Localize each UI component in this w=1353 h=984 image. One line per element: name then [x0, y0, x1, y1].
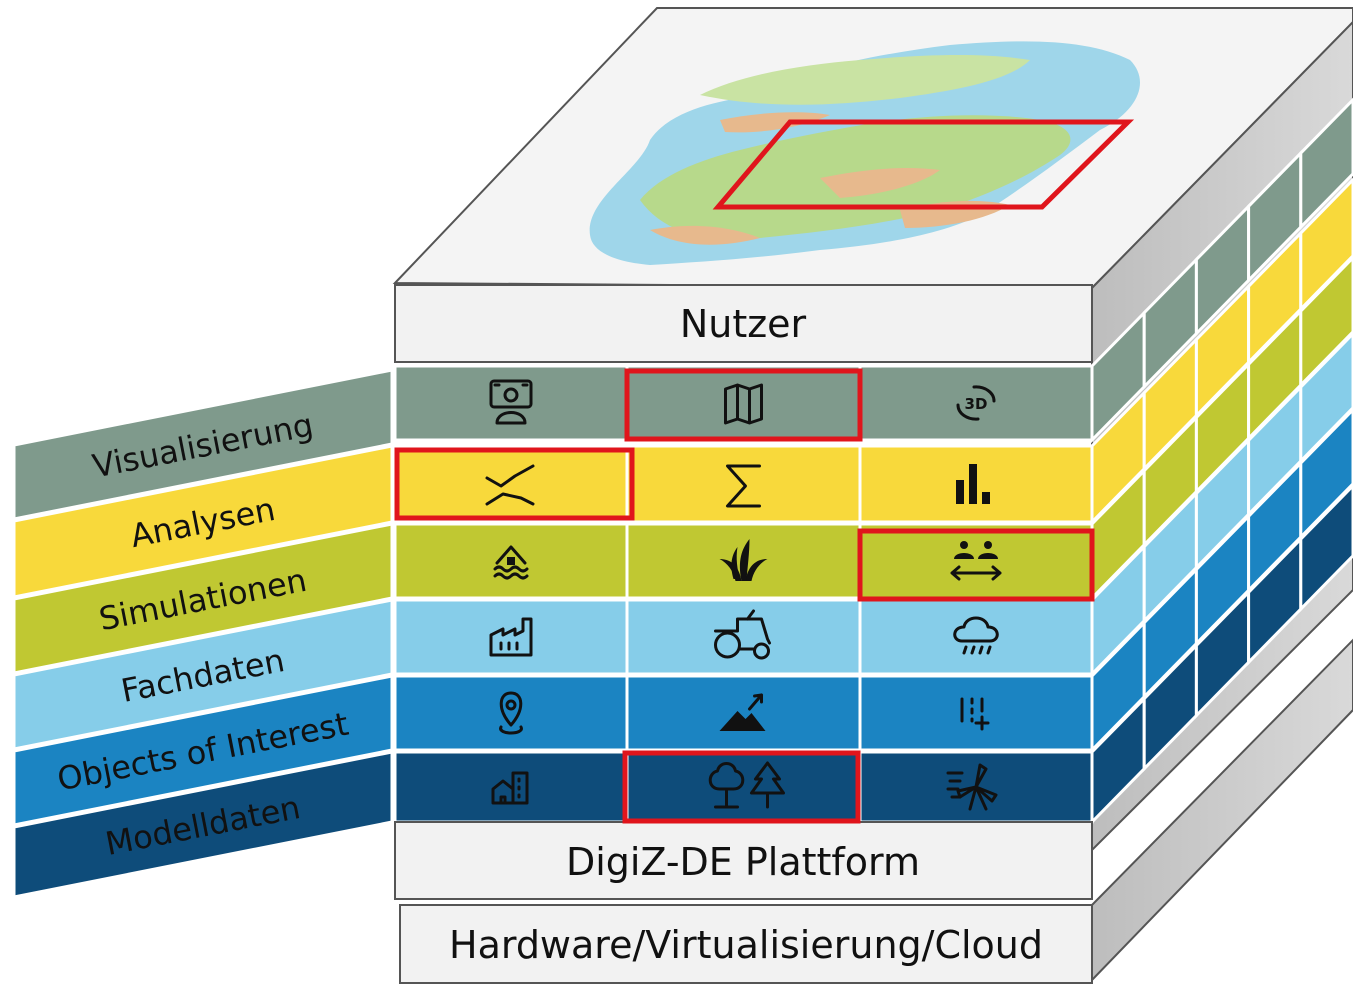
cell-3-1 [625, 598, 862, 676]
cell-0-2 [858, 364, 1094, 442]
dashboard-person-icon [489, 379, 533, 425]
buildings-icon [491, 771, 529, 805]
layer-ribbon-2 [12, 522, 394, 675]
mountain-up-icon [719, 693, 766, 731]
platform-label: DigiZ-DE Plattform [566, 840, 920, 884]
side-cell-4-4 [1299, 407, 1353, 541]
people-distance-icon [950, 541, 1002, 581]
cell-4-2 [858, 674, 1094, 752]
cell-4-0 [393, 674, 629, 752]
highlight-trees-cell [622, 750, 861, 824]
cell-5-0 [393, 750, 629, 824]
location-pin-icon [499, 691, 523, 735]
hardware-label: Hardware/Virtualisierung/Cloud [449, 923, 1043, 967]
side-cell-3-4 [1299, 331, 1353, 465]
cell-5-1 [625, 750, 862, 824]
rotate-3d-icon: 3D [956, 385, 996, 421]
highlight-people-distance-cell [857, 528, 1095, 602]
svg-text:3D: 3D [965, 395, 988, 413]
layer-labels: VisualisierungAnalysenSimulationenFachda… [12, 368, 394, 899]
sum-icon [726, 464, 761, 508]
layer-ribbon-4 [12, 674, 394, 827]
flood-house-icon [493, 545, 529, 580]
cell-1-0 [393, 444, 629, 524]
cell-0-0 [393, 364, 629, 442]
tractor-icon [714, 609, 771, 660]
layer-ribbon-5 [12, 750, 394, 899]
trees-icon [708, 761, 785, 809]
list-add-icon [960, 697, 990, 731]
map-icon [724, 383, 763, 425]
highlight-diverging-cell [394, 447, 635, 521]
cell-3-0 [393, 598, 629, 676]
hardware-bar [399, 904, 1093, 984]
cube-side-grid [1090, 97, 1353, 826]
nutzer-bar [394, 284, 1093, 363]
layer-ribbon-1 [12, 444, 394, 599]
cell-4-1 [625, 674, 862, 752]
cell-2-2 [858, 522, 1094, 600]
layer-ribbon-0 [12, 368, 394, 521]
side-cell-2-4 [1299, 255, 1353, 389]
diverging-lines-icon [485, 464, 535, 506]
factory-icon [489, 617, 533, 657]
side-cell-1-4 [1299, 177, 1353, 313]
cube-front-grid: 3D [393, 364, 1094, 824]
wind-turbine-icon [946, 763, 998, 811]
rain-cloud-icon [953, 616, 999, 655]
map-region-highlight [712, 119, 1135, 210]
cell-3-2 [858, 598, 1094, 676]
platform-bar [394, 821, 1093, 900]
side-cell-0-4 [1299, 97, 1353, 231]
cell-0-1 [625, 364, 862, 442]
plant-icon [719, 539, 768, 581]
bar-chart-icon [956, 464, 990, 504]
highlight-map-cell [624, 368, 863, 442]
nutzer-label: Nutzer [680, 302, 807, 346]
side-cell-5-4 [1299, 483, 1353, 613]
layer-ribbon-3 [12, 598, 394, 751]
